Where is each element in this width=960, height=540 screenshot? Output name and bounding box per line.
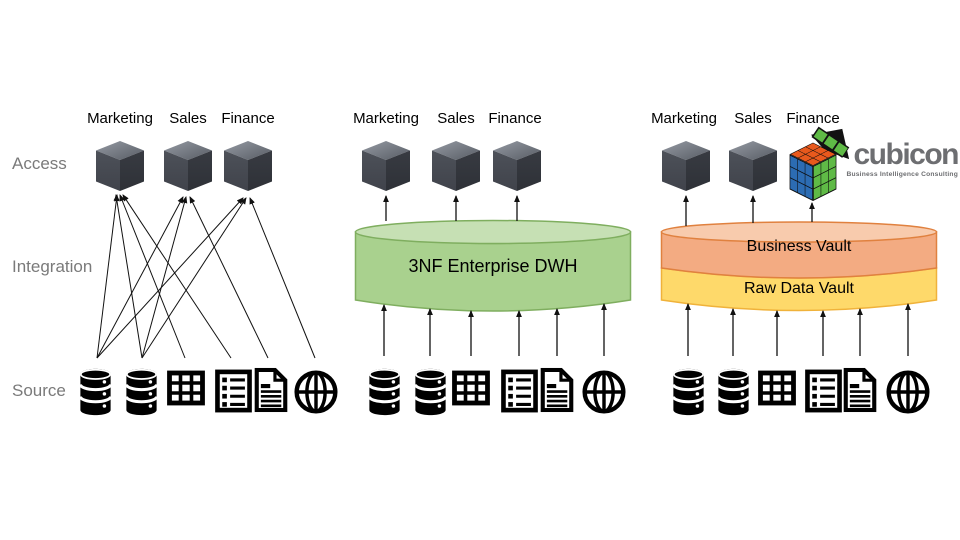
row-label-access: Access: [12, 154, 67, 173]
mart-label-sales: Sales: [734, 110, 772, 127]
mart-label-marketing: Marketing: [87, 110, 153, 127]
datamart-cube: [162, 141, 214, 191]
database-icon: [716, 364, 751, 420]
list-document-icon: [501, 365, 538, 417]
database-icon: [124, 364, 159, 420]
row-label-integration: Integration: [12, 257, 93, 276]
brand-wordmark: cubicon: [853, 138, 959, 171]
mart-label-finance: Finance: [221, 110, 275, 127]
database-icon: [78, 364, 113, 420]
3nf-dwh-cylinder: [354, 219, 632, 312]
database-icon: [367, 364, 402, 420]
business-vault-top: [660, 221, 938, 243]
datamart-cube: [360, 141, 412, 191]
cylinder-top: [354, 219, 632, 245]
brand-tagline: Business Intelligence Consulting: [846, 171, 958, 178]
datamart-cube: [222, 141, 274, 191]
document-icon: [841, 364, 879, 416]
document-icon: [252, 364, 290, 416]
list-document-icon: [215, 365, 252, 417]
datamart-cube: [491, 141, 543, 191]
document-icon: [538, 364, 576, 416]
point-to-point-arrows: [96, 194, 316, 359]
web-globe-icon: [886, 366, 930, 418]
mart-label-finance: Finance: [786, 110, 840, 127]
datamart-cube: [727, 141, 779, 191]
mart-label-marketing: Marketing: [353, 110, 419, 127]
datamart-cube: [430, 141, 482, 191]
dwh-layer-label: 3NF Enterprise DWH: [408, 256, 578, 276]
datamart-cube: [660, 141, 712, 191]
raw-data-vault-label: Raw Data Vault: [744, 280, 854, 297]
database-icon: [413, 364, 448, 420]
table-grid-icon: [757, 370, 797, 406]
web-globe-icon: [582, 366, 626, 418]
mart-label-finance: Finance: [488, 110, 542, 127]
business-vault-label: Business Vault: [746, 238, 852, 255]
mart-label-sales: Sales: [437, 110, 475, 127]
data-vault-cylinders: [660, 221, 938, 312]
table-grid-icon: [451, 370, 491, 406]
web-globe-icon: [294, 366, 338, 418]
row-label-source: Source: [12, 381, 66, 400]
mart-label-marketing: Marketing: [651, 110, 717, 127]
list-document-icon: [805, 365, 842, 417]
datamart-cube: [94, 141, 146, 191]
table-grid-icon: [166, 370, 206, 406]
mart-label-sales: Sales: [169, 110, 207, 127]
database-icon: [671, 364, 706, 420]
rubik-cube-logo-icon: [789, 126, 850, 202]
